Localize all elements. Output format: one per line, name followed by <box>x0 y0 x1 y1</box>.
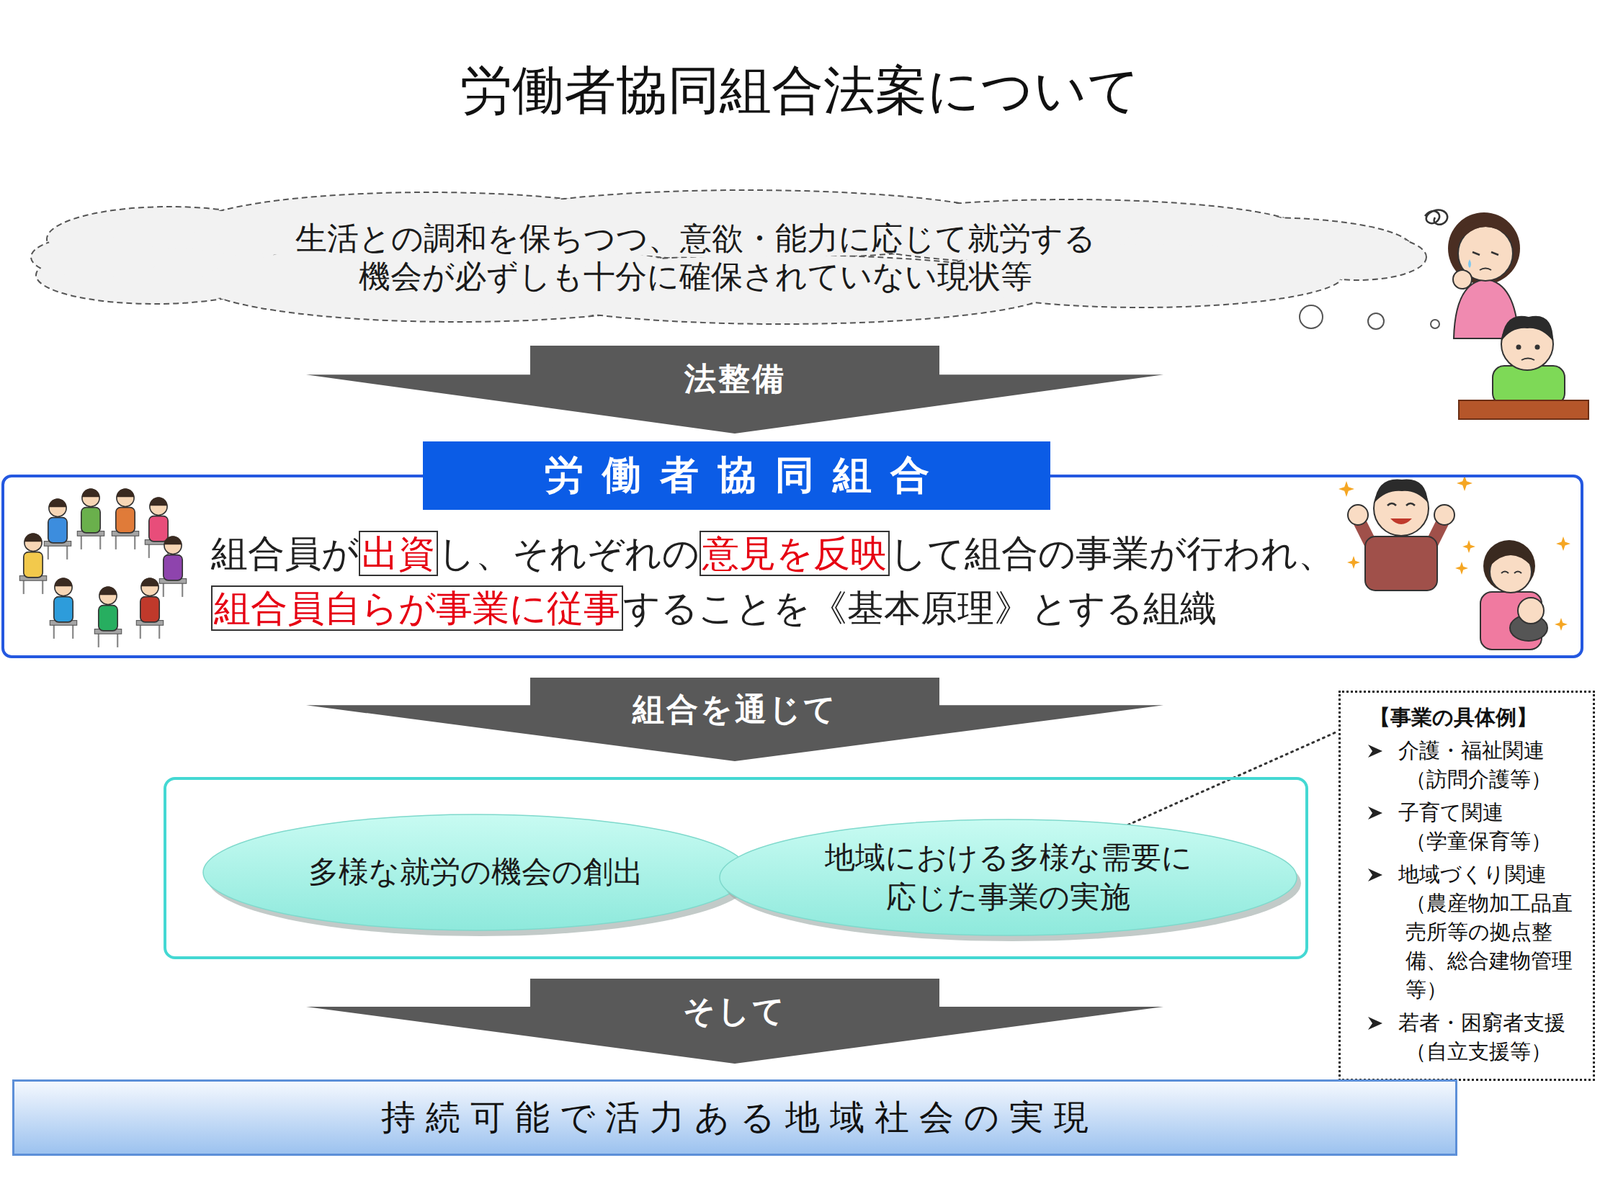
meeting-people-illustration <box>49 577 77 639</box>
happy-man-illustration <box>1338 475 1473 591</box>
happy-man-illustration <box>1365 536 1438 591</box>
meeting-people-illustration <box>19 533 47 595</box>
principle-run: して組合の事業が行われ、 <box>889 532 1335 575</box>
goal-band: 持続可能で活力ある地域社会の実現 <box>12 1079 1458 1157</box>
definition-box: 労働者協同組合組合員が出資し、それぞれの意見を反映して組合の事業が行われ、組合員… <box>1 474 1584 659</box>
worried-woman-illustration <box>1472 252 1480 256</box>
happy-man-illustration <box>1338 481 1355 498</box>
list-item: 介護・福祉関連 <box>1340 736 1588 766</box>
meeting-people-illustration <box>43 498 71 560</box>
list-detail: （学童保育等） <box>1340 827 1588 856</box>
bullet-arrow <box>1366 742 1384 761</box>
mother-baby-illustration <box>1554 618 1568 632</box>
list-detail: （農産物加工品直売所等の拠点整備、総合建物管理等） <box>1340 888 1588 1005</box>
outcome-text: 地域における多様な需要に 応じた事業の実施 <box>792 838 1225 918</box>
mother-baby-illustration <box>1462 540 1476 554</box>
arrow-label: 法整備 <box>684 358 786 401</box>
worried-boy-illustration <box>1492 365 1565 405</box>
worried-boy-illustration <box>1516 345 1522 351</box>
outcome-ellipse: 多様な就労の機会の創出 <box>198 809 753 937</box>
meeting-people-illustration <box>94 586 122 648</box>
bullet-arrow <box>1366 1015 1384 1033</box>
list-item: 子育て関連 <box>1340 798 1588 828</box>
example-list: 【事業の具体例】介護・福祉関連（訪問介護等） 子育て関連（学童保育等） 地域づくり関… <box>1338 690 1595 1082</box>
mother-baby-illustration <box>1483 540 1536 593</box>
ellipse-fill <box>203 814 749 931</box>
worried-woman-illustration <box>1468 259 1472 268</box>
worried-boy-illustration <box>1501 316 1554 342</box>
worried-woman-illustration <box>1479 268 1492 271</box>
thought-bubbles <box>1299 305 1440 330</box>
mother-baby-illustration <box>1517 597 1544 624</box>
thought-bubbles <box>1430 319 1440 329</box>
happy-man-illustration <box>1347 504 1369 526</box>
mother-baby-illustration <box>1501 571 1522 575</box>
happy-man-illustration <box>1455 561 1469 575</box>
mother-baby-illustration <box>1462 536 1571 650</box>
cloud-fill <box>1290 235 1425 279</box>
emphasis-text: 組合員自らが事業に従事 <box>211 585 624 632</box>
happy-man-illustration <box>1347 556 1361 570</box>
arrow-label: 組合を通じて <box>632 688 838 732</box>
thought-bubbles <box>1299 305 1323 329</box>
organization-name: 労働者協同組合 <box>525 449 949 503</box>
mother-baby-illustration <box>1556 536 1571 552</box>
worried-boy-illustration <box>1521 358 1535 361</box>
meeting-people-illustration <box>19 488 186 648</box>
list-item: 地域づくり関連 <box>1340 860 1588 889</box>
worried-woman-illustration <box>1453 270 1472 289</box>
principle-run: 組合員が <box>211 532 359 575</box>
flow-arrow <box>306 345 1164 434</box>
worried-woman-illustration <box>1424 209 1448 225</box>
emphasis-text: 意見を反映 <box>699 530 890 577</box>
worried-woman-illustration <box>1491 252 1499 256</box>
worried-boy-illustration <box>1535 345 1541 351</box>
flow-arrow <box>306 979 1164 1065</box>
worried-woman-illustration <box>1460 219 1510 238</box>
arrow-label: そして <box>682 989 787 1033</box>
worried-boy-illustration <box>1458 400 1589 420</box>
bullet-arrow <box>1368 868 1383 882</box>
meeting-people-illustration <box>111 488 139 550</box>
flow-arrow <box>306 677 1164 762</box>
goal-text: 持続可能で活力ある地域社会の実現 <box>371 1095 1099 1142</box>
happy-man-illustration <box>1374 479 1428 503</box>
meeting-people-illustration <box>77 488 104 550</box>
cloud-fill <box>32 237 163 278</box>
meeting-people-illustration <box>159 535 186 598</box>
outcome-ellipse: 地域における多様な需要に 応じた事業の実施 <box>715 814 1302 942</box>
principle-run: し、それぞれの <box>438 532 700 575</box>
ellipse-fill <box>719 819 1297 936</box>
worried-woman-illustration <box>1424 209 1521 339</box>
happy-man-illustration <box>1456 475 1473 492</box>
bullet-arrow <box>1366 866 1384 884</box>
title-banner: 労働者協同組合 <box>422 441 1051 511</box>
list-item: 若者・困窮者支援 <box>1340 1008 1588 1038</box>
principle-run: することを《基本原理》とする組織 <box>623 587 1217 630</box>
cloud-callout: 生活との調和を保ちつつ、意欲・能力に応じて就労する 機会が必ずしも十分に確保され… <box>25 188 1430 327</box>
happy-man-illustration <box>1387 503 1415 506</box>
bullet-arrow <box>1366 804 1384 822</box>
principle-text: 組合員が出資し、それぞれの意見を反映して組合の事業が行われ、組合員自らが事業に従… <box>211 526 1335 637</box>
happy-man-illustration <box>1390 518 1412 525</box>
worried-boy-illustration <box>1458 316 1589 420</box>
bullet-arrow <box>1368 1017 1383 1031</box>
outcome-text: 多様な就労の機会の創出 <box>308 852 644 893</box>
happy-man-illustration <box>1434 504 1455 526</box>
outcome-frame: 多様な就労の機会の創出 地域における多様な需要に 応じた事業の実施 <box>163 777 1309 960</box>
mother-baby-illustration <box>1489 549 1532 567</box>
thought-bubbles <box>1368 313 1384 330</box>
list-detail: （自立支援等） <box>1340 1037 1588 1067</box>
emphasis-text: 出資 <box>358 530 439 577</box>
list-detail: （訪問介護等） <box>1340 765 1588 794</box>
list-heading: 【事業の具体例】 <box>1340 703 1588 732</box>
bullet-arrow <box>1368 744 1383 758</box>
meeting-people-illustration <box>136 577 163 639</box>
issue-text: 生活との調和を保ちつつ、意欲・能力に応じて就労する 機会が必ずしも十分に確保され… <box>270 219 1121 297</box>
diagram-title: 労働者協同組合法案について <box>0 56 1600 126</box>
bullet-arrow <box>1368 806 1383 820</box>
